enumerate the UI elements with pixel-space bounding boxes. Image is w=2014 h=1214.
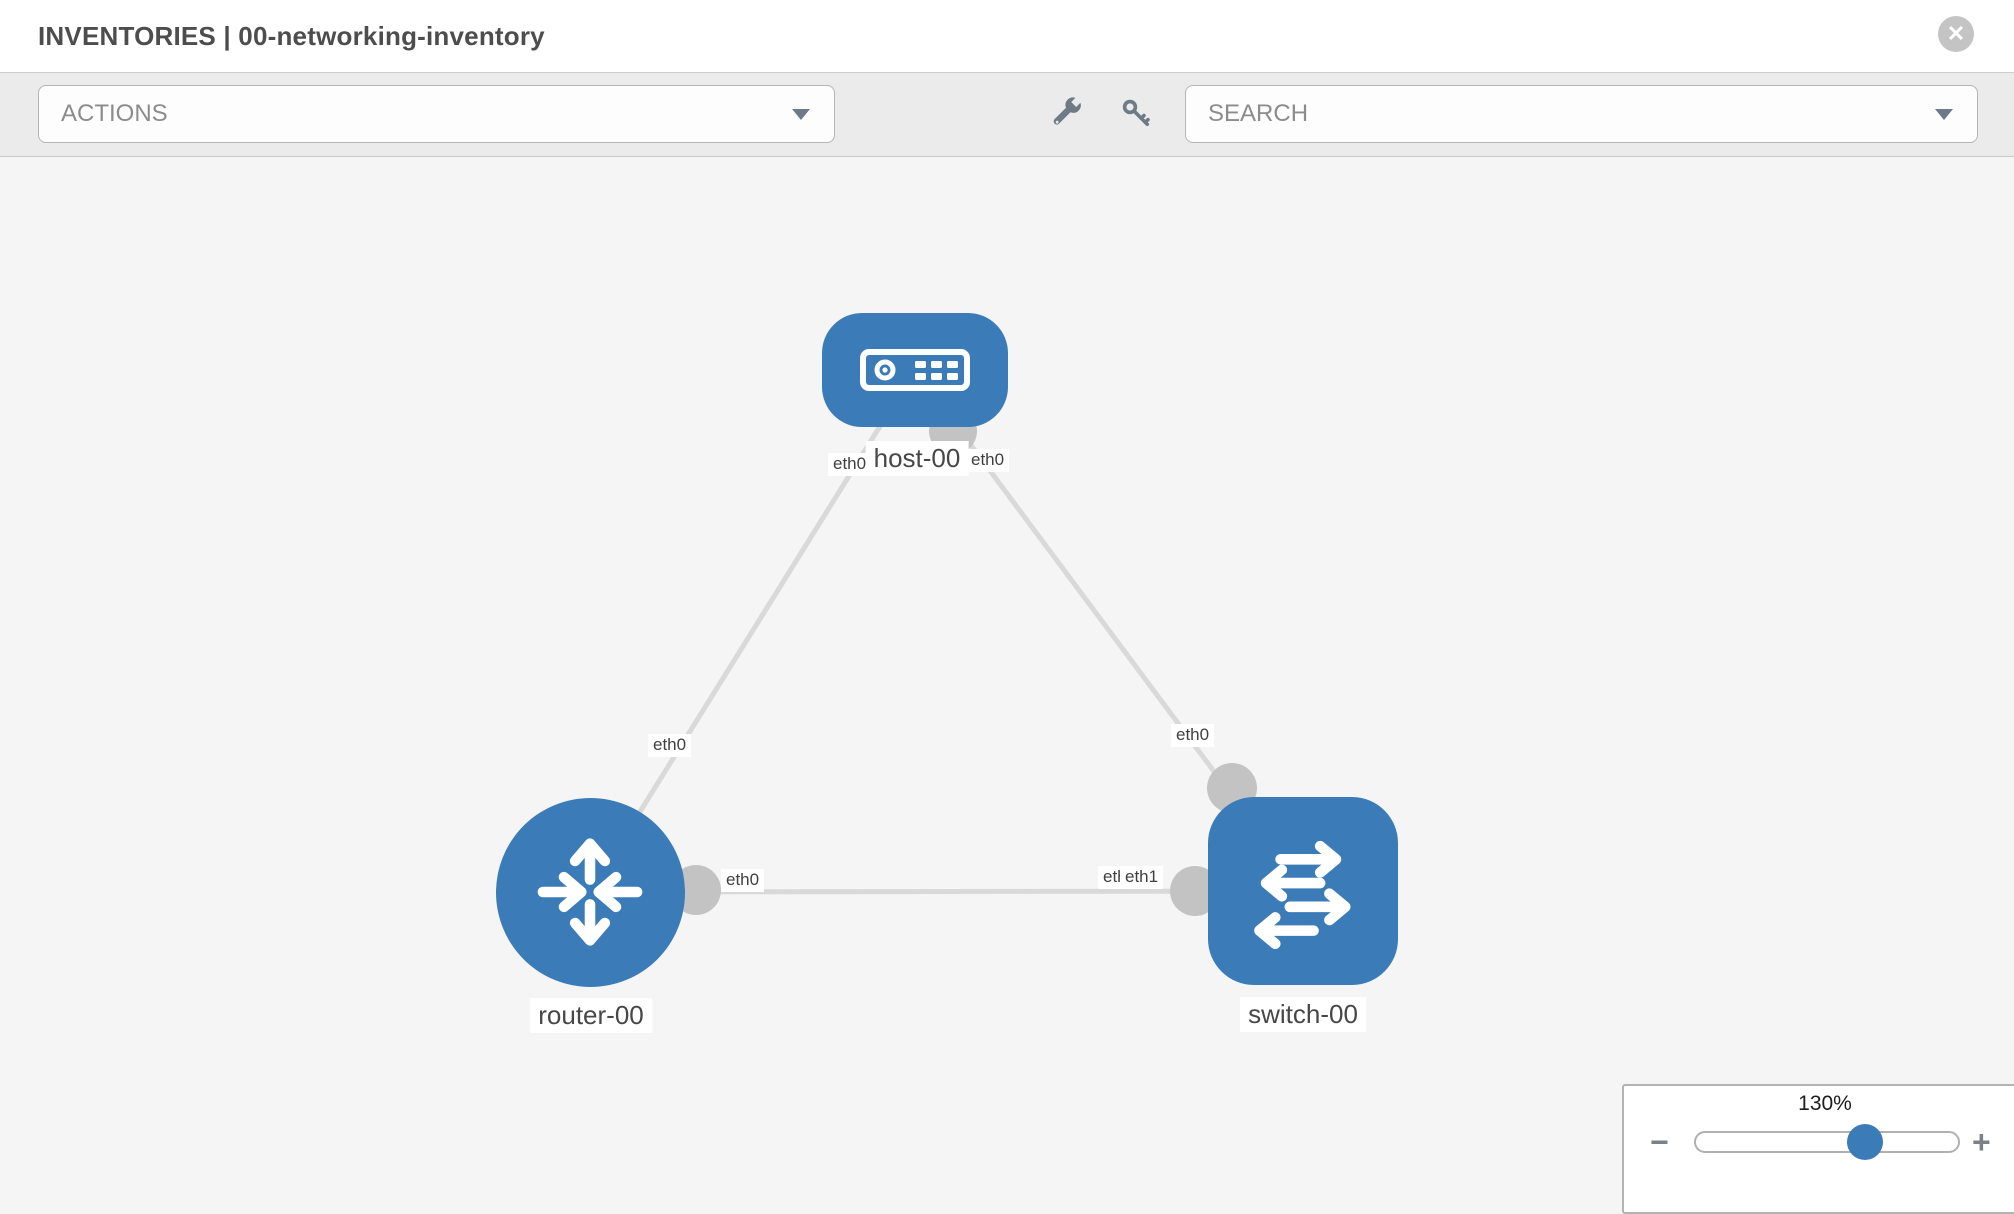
interface-label: eth0 [721, 869, 765, 892]
switch-icon [1237, 825, 1369, 957]
page-title: INVENTORIES | 00-networking-inventory [38, 20, 545, 51]
zoom-slider-track[interactable] [1694, 1131, 1960, 1153]
close-icon[interactable]: ✕ [1938, 16, 1974, 52]
node-label-host-00: host-00 [865, 441, 969, 476]
header-bar: INVENTORIES | 00-networking-inventory ✕ [0, 0, 2014, 73]
key-icon[interactable] [1118, 95, 1154, 131]
toolbar: ACTIONS SEARCH [0, 73, 2014, 157]
zoom-level-value: 130% [1798, 1092, 1852, 1115]
search-dropdown-label: SEARCH [1208, 100, 1309, 127]
node-label-switch-00: switch-00 [1240, 997, 1366, 1032]
interface-label: eth0 [828, 453, 872, 476]
actions-dropdown-label: ACTIONS [61, 100, 168, 127]
interface-label: eth0 [966, 449, 1010, 472]
host-icon [855, 339, 975, 401]
router-icon [528, 830, 652, 954]
zoom-slider-handle[interactable] [1847, 1124, 1883, 1160]
chevron-down-icon [1935, 109, 1953, 120]
zoom-in-button[interactable]: + [1972, 1124, 1991, 1160]
actions-dropdown[interactable]: ACTIONS [38, 85, 835, 143]
interface-label: eth0 [1171, 724, 1215, 747]
wrench-icon[interactable] [1048, 95, 1084, 131]
node-host-00[interactable] [822, 313, 1008, 427]
chevron-down-icon [792, 109, 810, 120]
zoom-panel: 130% − + [1622, 1084, 2014, 1214]
search-dropdown[interactable]: SEARCH [1185, 85, 1978, 143]
node-label-router-00: router-00 [530, 998, 652, 1033]
zoom-out-button[interactable]: − [1650, 1124, 1669, 1160]
interface-label: eth0 [648, 734, 692, 757]
interface-label: eth1 [1120, 866, 1164, 889]
close-glyph: ✕ [1946, 21, 1966, 46]
node-router-00[interactable] [495, 797, 685, 987]
node-switch-00[interactable] [1208, 797, 1398, 985]
